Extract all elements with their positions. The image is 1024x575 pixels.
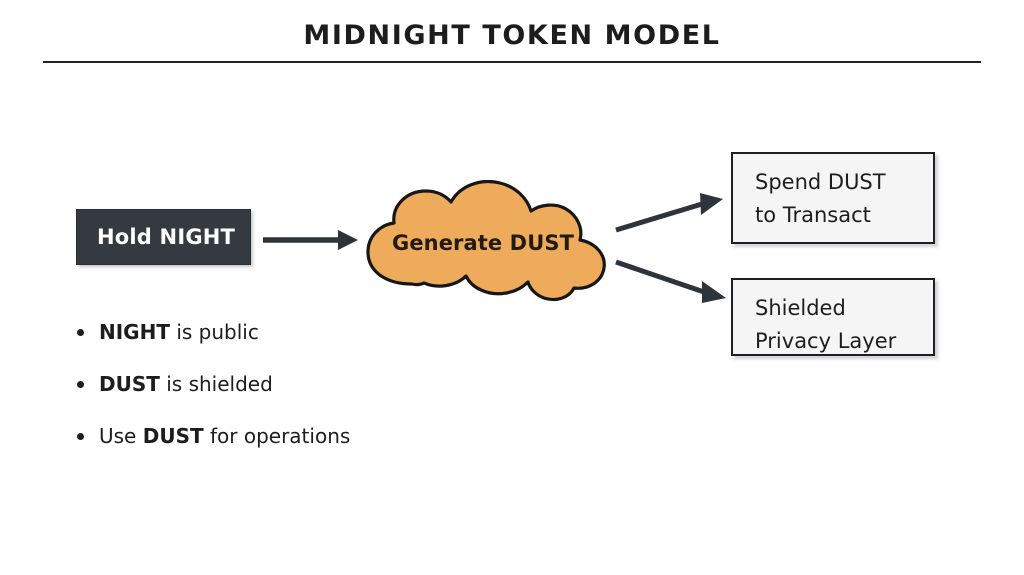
title-divider	[43, 61, 981, 63]
list-item: Use DUST for operations	[72, 424, 532, 448]
bullet-rest: is shielded	[159, 372, 273, 396]
cloud-shape-icon	[366, 180, 606, 302]
node-hold-night: Hold NIGHT	[76, 209, 251, 265]
bullet-rest: for operations	[203, 424, 351, 448]
list-item: DUST is shielded	[72, 372, 532, 396]
node-shielded-privacy-line-2: Privacy Layer	[755, 329, 897, 353]
node-generate-dust-label: Generate DUST	[391, 231, 575, 255]
node-spend-dust-line-2: to Transact	[755, 203, 871, 227]
arrow-hold-to-cloud	[263, 230, 358, 250]
node-spend-dust: Spend DUST to Transact	[731, 152, 935, 244]
bullet-lead: Use	[99, 424, 143, 448]
node-shielded-privacy-line-1: Shielded	[755, 296, 846, 320]
bullet-dot-icon	[77, 381, 84, 388]
node-generate-dust: Generate DUST	[350, 180, 616, 302]
node-hold-night-label: Hold NIGHT	[97, 225, 236, 249]
bullet-dot-icon	[77, 329, 84, 336]
arrow-cloud-to-shielded	[615, 259, 726, 303]
bullet-rest: is public	[169, 320, 259, 344]
node-shielded-privacy: Shielded Privacy Layer	[731, 278, 935, 356]
bullet-strong: DUST	[142, 424, 204, 448]
node-spend-dust-line-1: Spend DUST	[755, 170, 886, 194]
bullet-strong: NIGHT	[99, 320, 170, 344]
bullet-dot-icon	[77, 433, 84, 440]
bullet-list: NIGHT is public DUST is shielded Use DUS…	[72, 320, 532, 448]
page-title: MIDNIGHT TOKEN MODEL	[303, 20, 721, 51]
arrow-cloud-to-spend	[615, 193, 723, 233]
list-item: NIGHT is public	[72, 320, 532, 344]
bullet-strong: DUST	[99, 372, 160, 396]
